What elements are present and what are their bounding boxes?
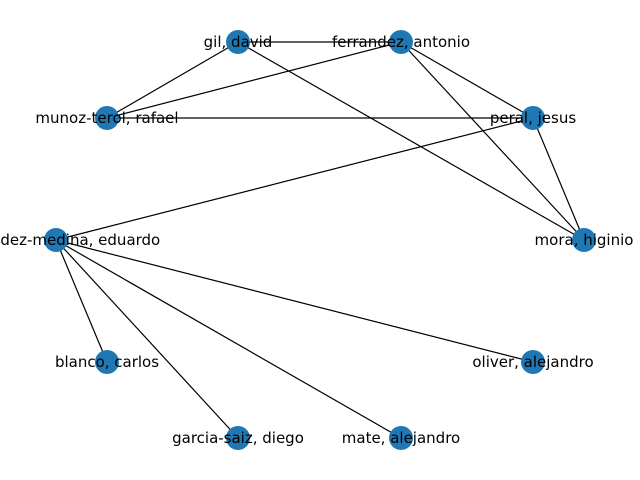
edge-gil-mora xyxy=(237,41,585,241)
edge-gil-munoz xyxy=(106,41,239,119)
node-label-blanco: blanco, carlos xyxy=(55,353,159,371)
node-garcia xyxy=(226,426,250,450)
node-munoz xyxy=(95,106,119,130)
node-label-gil: gil, david xyxy=(204,33,273,51)
node-label-mora: mora, higinio xyxy=(535,231,634,249)
edge-peral-mora xyxy=(532,117,585,241)
edge-ferrandez-peral xyxy=(400,41,534,119)
edge-peral-fernandez xyxy=(55,117,534,241)
edges-layer xyxy=(55,41,585,439)
nodes-layer xyxy=(44,30,596,450)
edge-fernandez-oliver xyxy=(55,239,534,363)
edge-fernandez-garcia xyxy=(55,239,239,439)
node-mora xyxy=(572,228,596,252)
node-peral xyxy=(521,106,545,130)
node-fernandez xyxy=(44,228,68,252)
node-label-mate: mate, alejandro xyxy=(342,429,460,447)
node-blanco xyxy=(95,350,119,374)
node-mate xyxy=(389,426,413,450)
node-label-munoz: munoz-terol, rafael xyxy=(35,109,178,127)
node-label-garcia: garcia-saiz, diego xyxy=(172,429,304,447)
labels-layer: gil, david ferrandez, antonio munoz-terol,… xyxy=(0,33,633,447)
edge-ferrandez-mora xyxy=(400,41,585,241)
node-ferrandez xyxy=(389,30,413,54)
edge-ferrandez-munoz xyxy=(106,41,402,119)
edge-fernandez-blanco xyxy=(55,239,108,363)
node-label-fernandez: fernandez-medina, eduardo xyxy=(0,231,160,249)
edge-fernandez-mate xyxy=(55,239,402,439)
node-gil xyxy=(226,30,250,54)
node-oliver xyxy=(521,350,545,374)
node-label-peral: peral, jesus xyxy=(490,109,577,127)
node-label-ferrandez: ferrandez, antonio xyxy=(332,33,470,51)
node-label-oliver: oliver, alejandro xyxy=(472,353,593,371)
